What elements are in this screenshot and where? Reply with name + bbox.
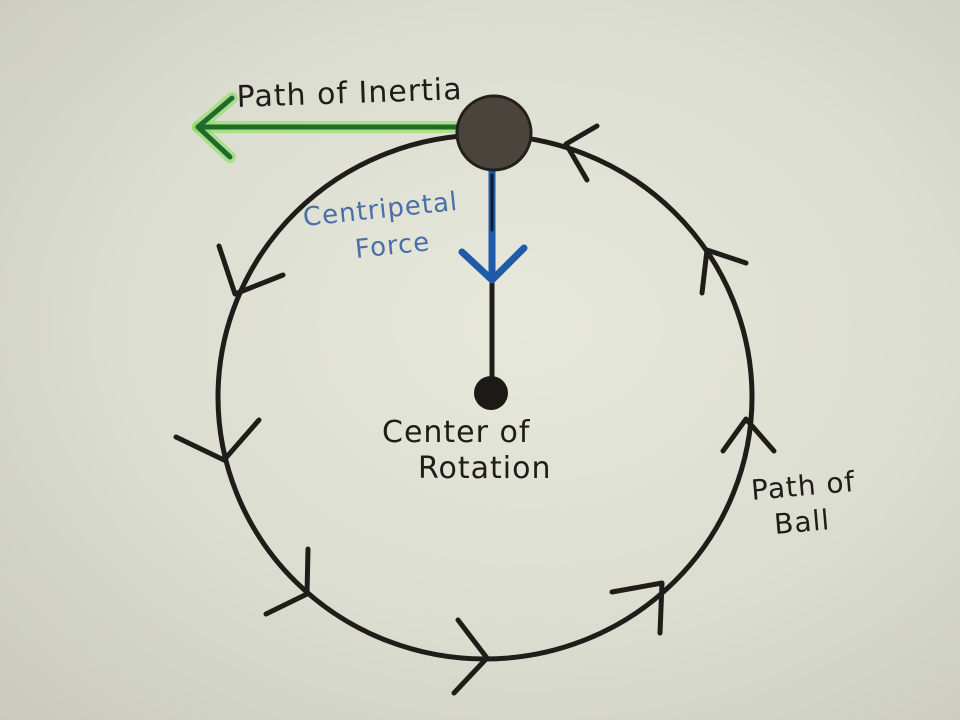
chevron-arrow-icon: [451, 617, 490, 696]
chevron-arrow-icon: [563, 123, 600, 183]
inertia-arrow: [192, 92, 466, 163]
centripetal-arrow: [458, 166, 528, 284]
chevron-arrow-icon: [173, 417, 262, 463]
center-dot: [474, 376, 508, 410]
chevron-arrow-icon: [216, 243, 286, 297]
center-label-line2: Rotation: [418, 451, 551, 486]
chevron-arrow-icon: [263, 546, 311, 617]
path-of-ball-label-line2: Ball: [773, 503, 832, 541]
center-label-line1: Center of: [382, 415, 531, 450]
centripetal-label-line2: Force: [354, 227, 432, 265]
ball-circle: [455, 94, 533, 172]
centripetal-label: Centripetal Force: [302, 187, 460, 265]
center-label: Center of Rotation: [382, 415, 551, 486]
chevron-arrow-icon: [609, 580, 665, 636]
inertia-label: Path of Inertia: [236, 72, 463, 115]
orbit-direction-markers: [173, 123, 777, 696]
chevron-arrow-icon: [699, 247, 749, 296]
chevron-arrow-icon: [720, 416, 777, 454]
path-of-ball-label-line1: Path of: [750, 465, 857, 507]
centripetal-label-line1: Centripetal: [302, 187, 460, 233]
path-of-ball-label: Path of Ball: [750, 465, 857, 541]
